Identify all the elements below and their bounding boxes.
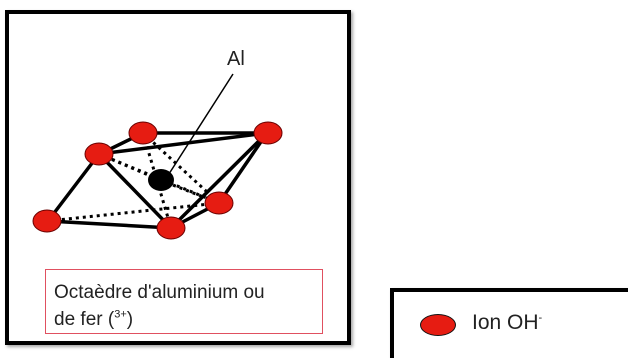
legend-label: Ion OH- — [472, 311, 542, 335]
black-central-atom-icon — [148, 169, 174, 191]
red-ion-marker-icon — [84, 142, 114, 166]
caption-line-1: Octaèdre d'aluminium ou — [54, 282, 265, 303]
caption-prefix: de fer ( — [54, 309, 115, 330]
caption-suffix: ) — [126, 309, 134, 330]
octahedron-diagram: Al — [32, 48, 283, 240]
edge — [97, 152, 173, 230]
legend-label-text: Ion OH — [472, 311, 539, 334]
edge — [217, 131, 269, 205]
red-ion-marker-icon — [420, 314, 456, 336]
edge — [46, 219, 173, 230]
red-ion-marker-icon — [204, 191, 234, 215]
red-ion-marker-icon — [253, 121, 283, 145]
diagram-caption: Octaèdre d'aluminium ou de fer (3+) — [45, 269, 323, 334]
hidden-edge — [47, 201, 220, 223]
octahedron-figure-panel: Al Octaèdre d'aluminium ou de fer (3+) — [5, 10, 351, 345]
red-ion-marker-icon — [128, 121, 158, 145]
legend-label-charge: - — [538, 312, 543, 324]
edge — [46, 152, 101, 223]
aluminium-atom-label: Al — [227, 48, 245, 70]
legend-panel: Ion OH- — [390, 288, 628, 358]
hidden-edge — [141, 131, 221, 205]
label-pointer — [166, 73, 234, 178]
edge — [97, 131, 269, 156]
caption-line-2: de fer (3+) — [54, 306, 322, 333]
caption-charge: 3+ — [114, 308, 127, 321]
edge — [169, 131, 269, 230]
red-ion-marker-icon — [32, 209, 62, 233]
red-ion-marker-icon — [156, 216, 186, 240]
